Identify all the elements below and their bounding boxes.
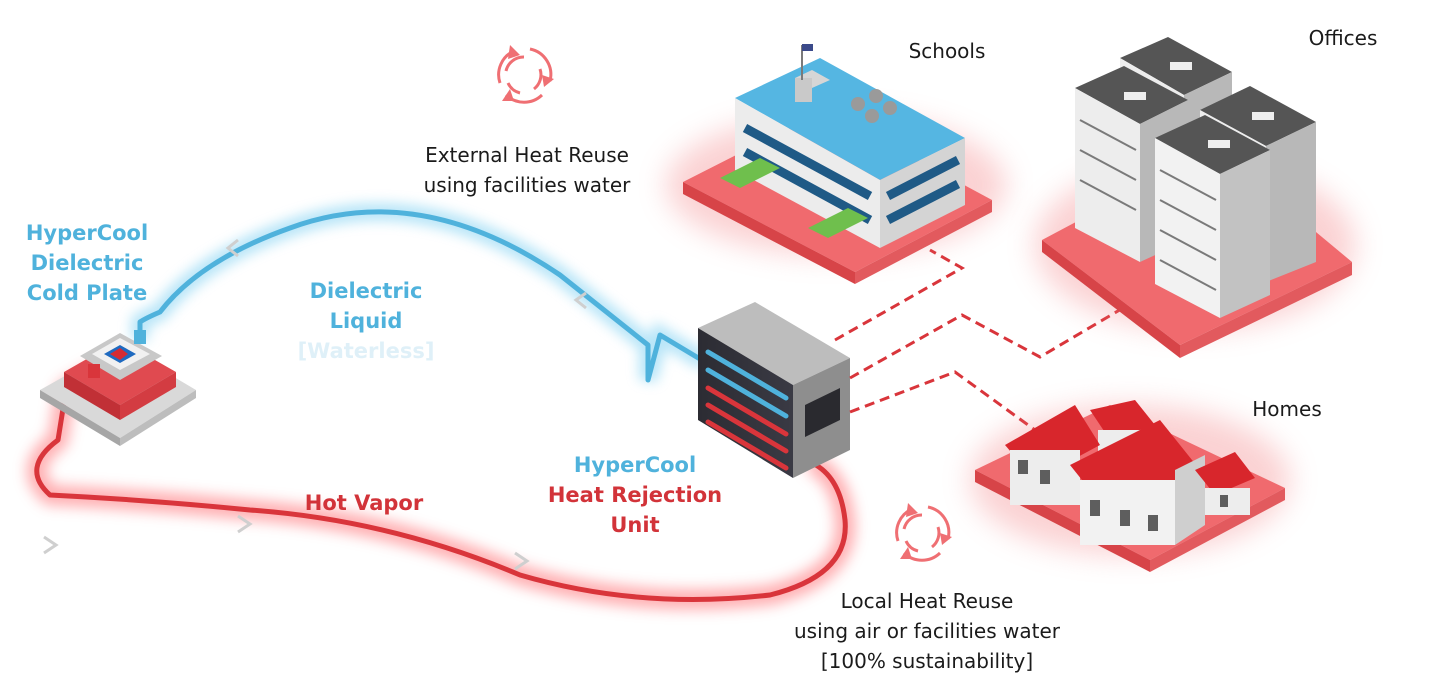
- local-line-1: Local Heat Reuse: [840, 589, 1014, 613]
- liquid-line-2: Liquid: [329, 309, 403, 333]
- heat-reuse-connectors: [834, 248, 1146, 432]
- liquid-label: Dielectric Liquid [Waterless]: [296, 276, 436, 366]
- liquid-line-3: [Waterless]: [297, 339, 435, 363]
- cold-plate-line-3: Cold Plate: [26, 281, 148, 305]
- office-buildings: [1035, 37, 1355, 358]
- external-line-2: using facilities water: [423, 173, 631, 197]
- hru-line-3: Unit: [610, 513, 660, 537]
- homes-label: Homes: [1236, 394, 1338, 424]
- liquid-line-1: Dielectric: [309, 279, 423, 303]
- liquid-line: [131, 202, 710, 383]
- cold-plate-illustration: [40, 330, 196, 446]
- vapor-line: [26, 363, 856, 610]
- offices-text: Offices: [1308, 26, 1378, 50]
- homes-text: Homes: [1252, 397, 1322, 421]
- cold-plate-line-1: HyperCool: [25, 221, 149, 245]
- vapor-label: Hot Vapor: [296, 488, 432, 518]
- schools-text: Schools: [908, 39, 986, 63]
- local-line-2: using air or facilities water: [793, 619, 1060, 643]
- heat-rejection-unit: [698, 302, 850, 478]
- recycle-arrows-icon: [895, 503, 952, 562]
- recycle-arrows-icon: [497, 45, 554, 104]
- hru-label: HyperCool Heat Rejection Unit: [545, 450, 725, 540]
- local-line-3: [100% sustainability]: [820, 649, 1034, 673]
- chevron-arrow-icon: [43, 238, 587, 571]
- schools-label: Schools: [888, 36, 1006, 66]
- cold-plate-line-2: Dielectric: [30, 251, 144, 275]
- school-building: [666, 44, 1006, 284]
- cold-plate-label: HyperCool Dielectric Cold Plate: [16, 218, 158, 308]
- home-buildings: [970, 400, 1290, 572]
- external-reuse-label: External Heat Reuse using facilities wat…: [402, 140, 652, 200]
- hru-line-1: HyperCool: [573, 453, 697, 477]
- hru-line-2: Heat Rejection: [547, 483, 723, 507]
- external-line-1: External Heat Reuse: [425, 143, 629, 167]
- offices-label: Offices: [1290, 23, 1396, 53]
- local-reuse-label: Local Heat Reuse using air or facilities…: [772, 586, 1082, 676]
- vapor-text: Hot Vapor: [304, 491, 424, 515]
